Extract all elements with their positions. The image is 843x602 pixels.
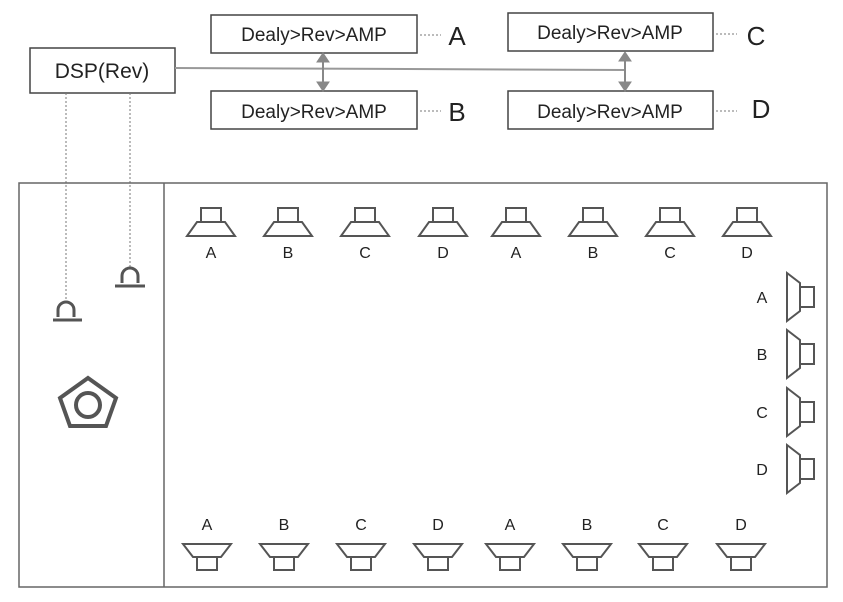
chain-c: Dealy>Rev>AMP C	[507, 12, 766, 52]
speaker-bottom-label: D	[735, 517, 747, 534]
speaker-bottom-2: B	[257, 517, 311, 571]
speaker-right-label: D	[756, 462, 768, 479]
speaker-top-2: B	[262, 207, 314, 262]
speaker-bottom-6: B	[560, 517, 614, 571]
speaker-bottom-7: C	[636, 517, 690, 571]
speaker-right-2: B	[757, 327, 815, 381]
connector-arrow-ab	[316, 52, 330, 92]
chain-a-label: Dealy>Rev>AMP	[241, 25, 387, 46]
right-speaker-column: A B C D	[756, 270, 815, 496]
chain-b-label: Dealy>Rev>AMP	[241, 102, 387, 123]
chain-d-channel: D	[752, 94, 771, 124]
speaker-top-3: C	[339, 207, 391, 262]
speaker-bottom-label: B	[582, 517, 593, 534]
speaker-bottom-1: A	[180, 517, 234, 571]
chain-c-channel: C	[747, 21, 766, 51]
speaker-top-4: D	[417, 207, 469, 262]
connector-arrow-cd	[618, 51, 632, 92]
speaker-right-4: D	[756, 442, 815, 496]
speaker-bottom-label: A	[202, 517, 213, 534]
chain-c-label: Dealy>Rev>AMP	[537, 23, 683, 44]
signal-bus-line	[174, 67, 627, 71]
speaker-top-label: A	[511, 245, 522, 262]
speaker-top-1: A	[185, 207, 237, 262]
speaker-top-6: B	[567, 207, 619, 262]
microphone-icon	[115, 266, 145, 288]
speaker-bottom-label: C	[657, 517, 669, 534]
chain-b-channel: B	[448, 97, 465, 127]
speaker-right-label: A	[757, 290, 768, 307]
chain-a-channel: A	[448, 21, 466, 51]
speaker-top-label: C	[664, 245, 676, 262]
speaker-bottom-5: A	[483, 517, 537, 571]
speaker-right-3: C	[756, 385, 815, 439]
chain-a: Dealy>Rev>AMP A	[210, 14, 466, 54]
speaker-top-label: B	[283, 245, 294, 262]
speaker-top-7: C	[644, 207, 696, 262]
chain-b: Dealy>Rev>AMP B	[210, 90, 466, 130]
speaker-top-8: D	[721, 207, 773, 262]
dsp-block: DSP(Rev)	[29, 47, 176, 94]
speaker-top-label: C	[359, 245, 371, 262]
speaker-top-label: A	[206, 245, 217, 262]
speaker-top-5: A	[490, 207, 542, 262]
speaker-bottom-3: C	[334, 517, 388, 571]
chain-d-label: Dealy>Rev>AMP	[537, 102, 683, 123]
speaker-bottom-4: D	[411, 517, 465, 571]
stage-area	[53, 266, 145, 428]
speaker-top-label: D	[741, 245, 753, 262]
room-outline	[18, 182, 828, 588]
sound-source-icon	[57, 375, 119, 428]
speaker-top-label: D	[437, 245, 449, 262]
microphone-icon	[53, 300, 82, 322]
venue-room	[18, 182, 828, 588]
speaker-bottom-label: A	[505, 517, 516, 534]
signal-routing: DSP(Rev) Dealy>Rev>AMP A Dealy>Rev>AMP B…	[29, 12, 771, 305]
speaker-bottom-label: D	[432, 517, 444, 534]
speaker-top-label: B	[588, 245, 599, 262]
chain-d: Dealy>Rev>AMP D	[507, 90, 771, 130]
speaker-bottom-label: C	[355, 517, 367, 534]
speaker-bottom-8: D	[714, 517, 768, 571]
speaker-right-1: A	[757, 270, 815, 324]
speaker-right-label: B	[757, 347, 768, 364]
speaker-bottom-label: B	[279, 517, 290, 534]
speaker-right-label: C	[756, 405, 768, 422]
dsp-label: DSP(Rev)	[55, 60, 150, 83]
